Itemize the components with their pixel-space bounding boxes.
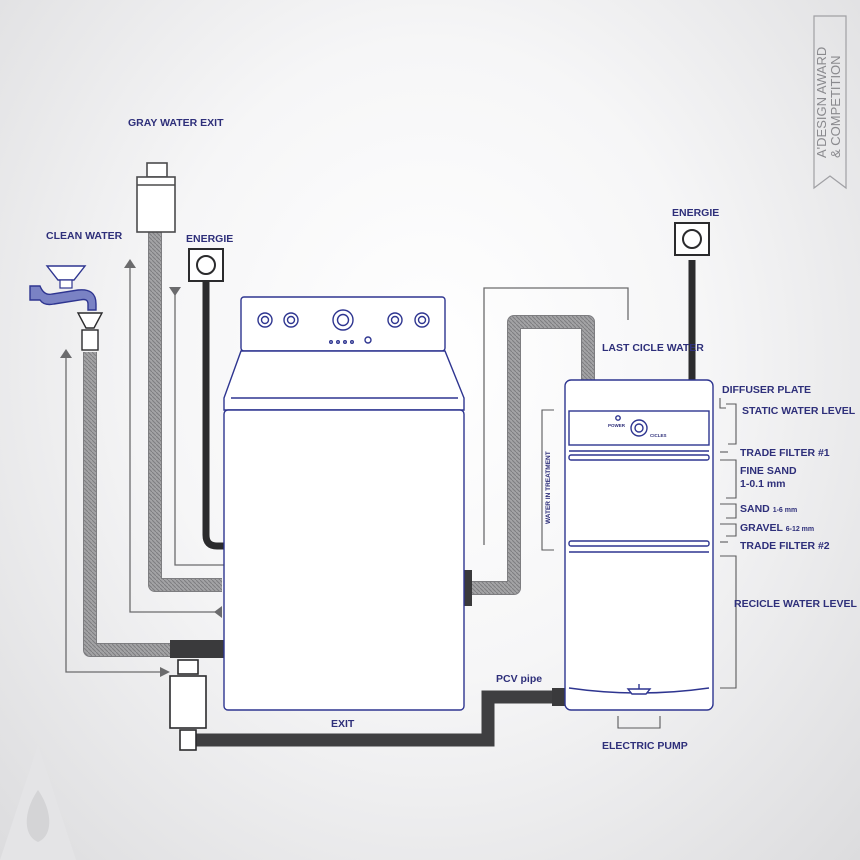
arrow-up-icon xyxy=(124,259,136,268)
label-trade-filter-1: TRADE FILTER #1 xyxy=(740,447,830,459)
arrow-right-icon xyxy=(160,667,170,677)
drain-filter-unit xyxy=(169,659,207,751)
award-logo-icon xyxy=(0,745,76,860)
label-pcv-pipe: PCV pipe xyxy=(496,673,543,685)
award-line-2: & COMPETITION xyxy=(828,55,843,158)
label-static-water-level: STATIC WATER LEVEL xyxy=(742,405,856,417)
sand-name: SAND xyxy=(740,503,770,515)
label-trade-filter-2: TRADE FILTER #2 xyxy=(740,540,830,552)
gray-water-hose xyxy=(148,232,222,592)
label-gravel: GRAVEL 6-12 mm xyxy=(740,522,814,536)
label-energie-left: ENERGIE xyxy=(186,233,234,245)
hoses xyxy=(83,232,595,657)
connector-lines xyxy=(65,262,629,673)
gravel-name: GRAVEL xyxy=(740,522,783,534)
label-electric-pump: ELECTRIC PUMP xyxy=(602,740,688,752)
award-ribbon-icon xyxy=(813,15,847,190)
label-last-cicle-water: LAST CICLE WATER xyxy=(602,342,704,354)
washing-machine xyxy=(223,296,465,711)
label-fine-sand: FINE SAND xyxy=(740,465,797,477)
energie-socket-left-icon xyxy=(188,248,224,282)
award-watermark-text: A'DESIGN AWARD & COMPETITION xyxy=(814,46,843,158)
power-button-label: POWER xyxy=(608,423,626,428)
label-energie-right: ENERGIE xyxy=(672,207,720,219)
recycling-unit xyxy=(564,379,714,711)
label-clean-water: CLEAN WATER xyxy=(46,230,123,242)
gravel-size: 6-12 mm xyxy=(785,526,815,533)
label-water-in-treatment: WATER IN TREATMENT xyxy=(545,451,552,524)
arrow-up-icon xyxy=(60,349,72,358)
label-sand: SAND 1-6 mm xyxy=(740,503,797,517)
exit-pipe xyxy=(188,690,556,747)
gray-water-filter xyxy=(136,162,176,233)
energie-cable-left xyxy=(202,278,226,550)
arrow-down-icon xyxy=(169,287,181,296)
arrow-left-icon xyxy=(214,606,222,618)
cicles-knob-label: CICLES xyxy=(650,433,667,438)
award-line-1: A'DESIGN AWARD xyxy=(814,46,829,158)
label-fine-sand-size: 1-0.1 mm xyxy=(740,478,786,490)
label-gray-water-exit: GRAY WATER EXIT xyxy=(128,117,224,129)
sand-size: 1-6 mm xyxy=(772,507,798,514)
layer-brackets xyxy=(541,398,737,729)
label-exit: EXIT xyxy=(331,718,355,730)
energie-socket-right-icon xyxy=(674,222,710,256)
label-diffuser-plate: DIFFUSER PLATE xyxy=(722,384,812,396)
faucet-icon xyxy=(29,265,104,351)
label-recicle-water-level: RECICLE WATER LEVEL xyxy=(734,598,857,610)
